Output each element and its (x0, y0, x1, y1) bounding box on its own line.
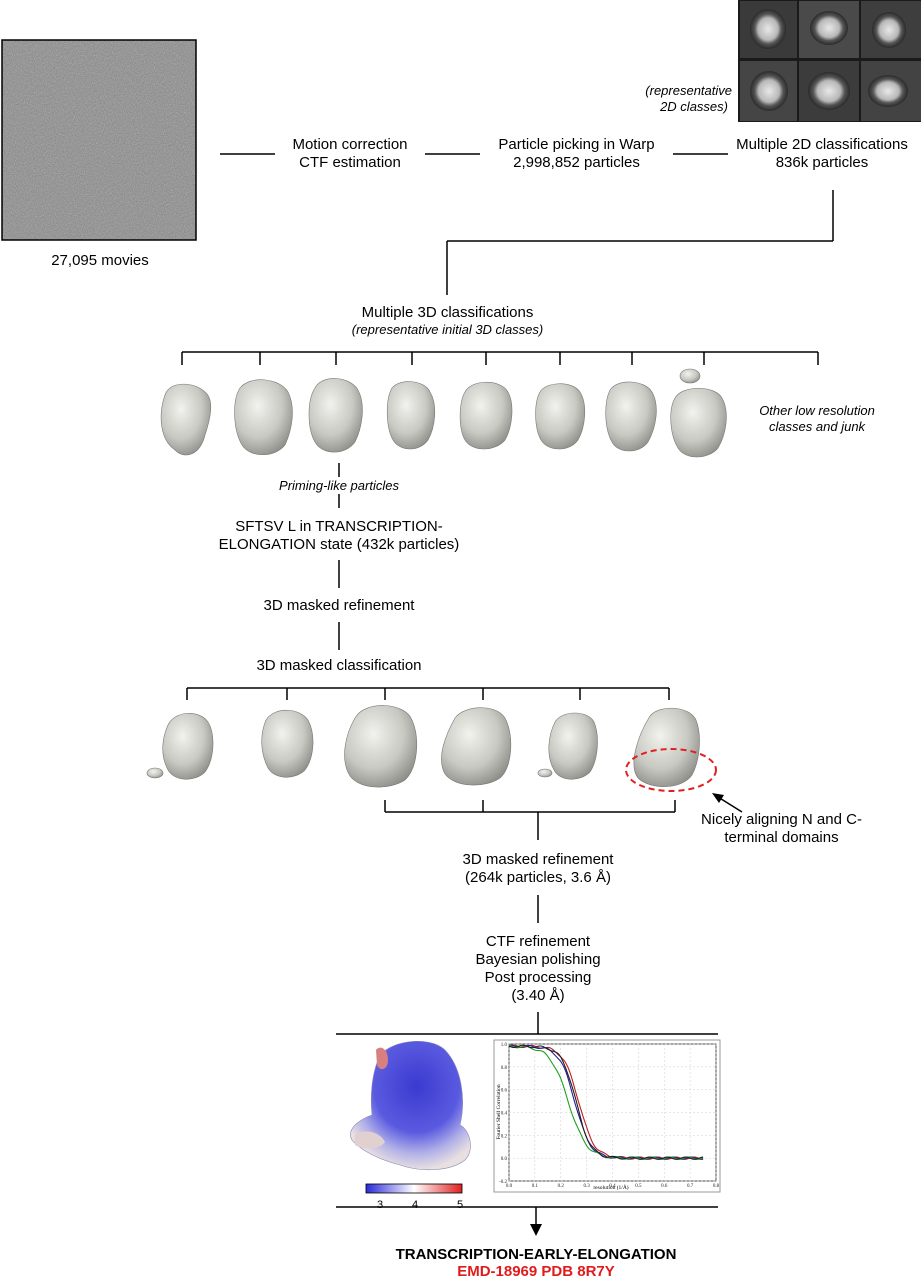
class2d-label: Multiple 2D classifications (736, 136, 908, 153)
rep2d-label-2: 2D classes) (660, 99, 728, 114)
refinement-2-sublabel: (264k particles, 3.6 Å) (465, 869, 611, 886)
result-arrow (530, 1224, 542, 1236)
highlight-arrow (712, 793, 743, 813)
other-classes-label-2: classes and junk (768, 419, 866, 434)
class-2d-grid (738, 0, 921, 122)
masked-class-bracket (186, 687, 670, 700)
priming-label: Priming-like particles (279, 478, 399, 493)
fsc-xtick-label: 0.1 (532, 1184, 539, 1189)
class3d-maps (160, 368, 727, 458)
nicely-aligning-label-1: Nicely aligning N and C- (701, 811, 862, 828)
colorbar-tick-4: 4 (411, 1199, 419, 1211)
class3d-label: Multiple 3D classifications (361, 304, 534, 321)
ctf-estimation-label: CTF estimation (299, 154, 401, 171)
particle-count-label: 2,998,852 particles (513, 154, 640, 171)
fsc-ylabel: Fourier Shell Correlation (496, 1084, 502, 1140)
result-accession: EMD-18969 PDB 8R7Y (457, 1263, 615, 1280)
final-resolution-label: (3.40 Å) (511, 987, 565, 1004)
micrograph-caption: 27,095 movies (51, 252, 149, 269)
fsc-xtick-label: 0.5 (635, 1184, 642, 1189)
colorbar-tick-5: 5 (456, 1199, 464, 1211)
result-box-lines (336, 1033, 718, 1225)
fsc-xtick-label: 0.8 (713, 1184, 720, 1189)
state-label-2: ELONGATION state (432k particles) (218, 536, 460, 553)
fsc-ytick-label: 0.8 (501, 1066, 508, 1071)
fsc-xtick-label: 0.0 (506, 1184, 513, 1189)
fsc-ytick-label: -0.2 (499, 1180, 507, 1185)
fsc-ytick-label: 0.6 (501, 1089, 508, 1094)
motion-correction-label: Motion correction (292, 136, 408, 153)
result-title: TRANSCRIPTION-EARLY-ELONGATION (395, 1246, 677, 1263)
fsc-curve (508, 1044, 704, 1160)
colorbar (365, 1183, 463, 1194)
micrograph-frame (1, 39, 197, 241)
masked-class-maps (146, 705, 717, 792)
micrograph-noise (2, 40, 196, 240)
fsc-ytick-label: 1.0 (501, 1043, 508, 1048)
fsc-xlabel: resolution (1/Å) (593, 1183, 628, 1191)
post-processing-label: Post processing (484, 969, 592, 986)
state-label-1: SFTSV L in TRANSCRIPTION- (235, 518, 443, 535)
fsc-ytick-label: 0.2 (501, 1134, 508, 1139)
fsc-xtick-label: 0.6 (661, 1184, 668, 1189)
refinement-1-label: 3D masked refinement (263, 597, 415, 614)
local-resolution-map (350, 1040, 471, 1194)
colorbar-tick-3: 3 (376, 1199, 384, 1211)
ctf-refinement-label: CTF refinement (485, 933, 591, 950)
class2d-count-label: 836k particles (775, 154, 869, 171)
particle-picking-label: Particle picking in Warp (498, 136, 655, 153)
rep2d-label-1: (representative (645, 83, 732, 98)
class3d-bracket (181, 351, 819, 365)
fsc-xtick-label: 0.4 (609, 1184, 616, 1189)
fsc-xtick-label: 0.3 (584, 1184, 591, 1189)
fsc-xtick-label: 0.7 (687, 1184, 694, 1189)
fsc-ytick-label: 0.0 (501, 1157, 508, 1162)
class3d-sublabel: (representative initial 3D classes) (351, 322, 544, 337)
masked-classification-label: 3D masked classification (256, 657, 422, 674)
refinement-2-label: 3D masked refinement (462, 851, 614, 868)
top-connectors (220, 153, 834, 295)
nicely-aligning-label-2: terminal domains (724, 829, 839, 846)
bayesian-polishing-label: Bayesian polishing (475, 951, 601, 968)
other-classes-label-1: Other low resolution (759, 403, 875, 418)
lower-connectors (384, 800, 676, 1034)
fsc-xtick-label: 0.2 (558, 1184, 565, 1189)
highlight-ellipse (625, 748, 717, 792)
fsc-ytick-label: 0.4 (501, 1112, 508, 1117)
